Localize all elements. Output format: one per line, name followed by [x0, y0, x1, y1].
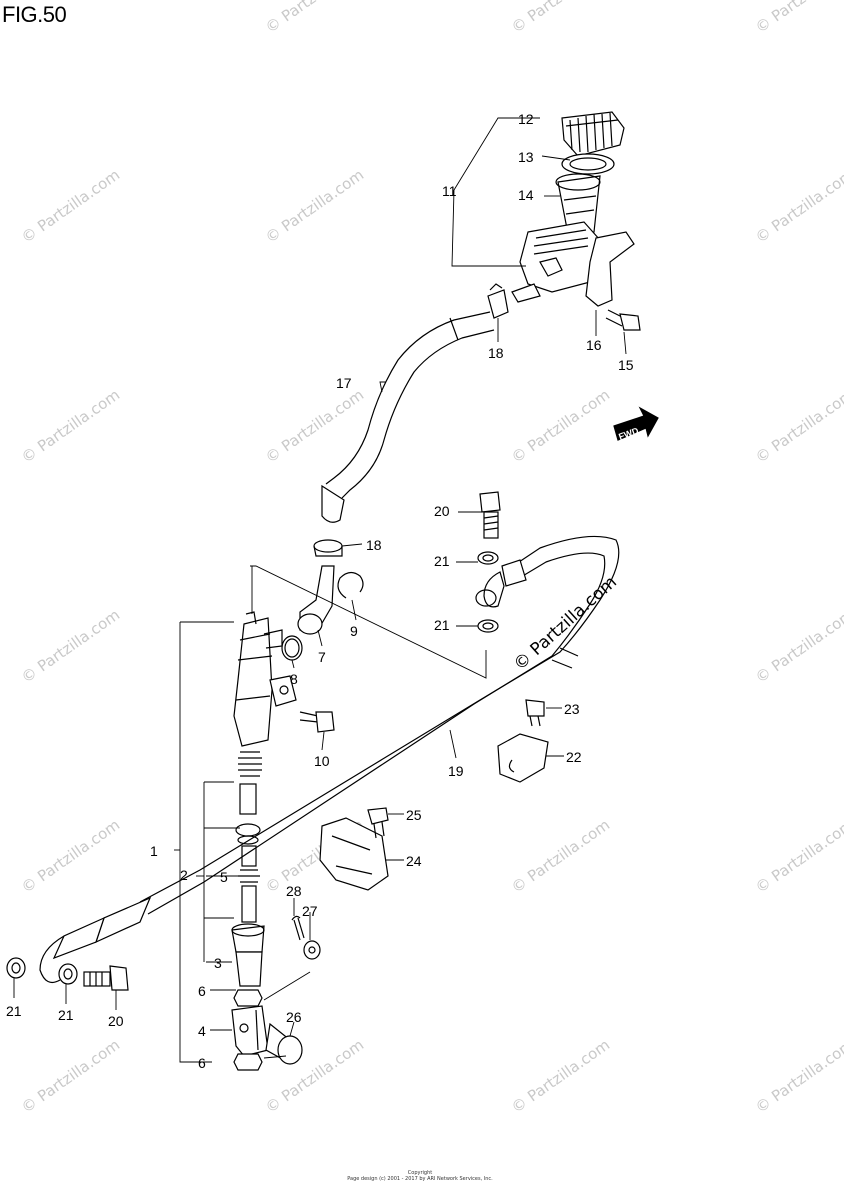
reservoir-hose	[321, 311, 495, 523]
callout-21-b: 21	[434, 617, 450, 633]
callout-5: 5	[220, 869, 228, 885]
reservoir-cap	[561, 111, 625, 157]
callout-15: 15	[618, 357, 634, 373]
callout-26: 26	[286, 1009, 302, 1025]
callout-10: 10	[314, 753, 330, 769]
washer	[303, 940, 321, 960]
callout-6-lower: 6	[198, 1055, 206, 1071]
forward-arrow-icon	[613, 406, 659, 441]
callout-24: 24	[406, 853, 422, 869]
callout-19: 19	[448, 763, 464, 779]
guard-screw	[367, 807, 389, 839]
reservoir-bolt	[605, 309, 641, 331]
clevis-pin	[265, 1022, 303, 1065]
piston-rod	[235, 783, 261, 923]
banjo-fitting-upper	[475, 571, 505, 608]
callout-23: 23	[564, 701, 580, 717]
figure-title: FIG.50	[2, 2, 67, 27]
copyright-line-1: Copyright	[407, 1170, 433, 1176]
union-bolt-upper	[479, 491, 501, 539]
callout-28: 28	[286, 883, 302, 899]
callout-labels: 1 2 3 4 5 6 6 7 8 9 10 11 12 13 14 15 16…	[6, 111, 640, 1071]
callout-21-a: 21	[434, 553, 450, 569]
mounting-bolt	[299, 711, 335, 733]
callout-6-upper: 6	[198, 983, 206, 999]
lock-nut-upper	[233, 989, 263, 1007]
callout-2: 2	[180, 867, 188, 883]
callout-13: 13	[518, 149, 534, 165]
callout-12: 12	[518, 111, 534, 127]
brake-hose	[39, 535, 620, 983]
callout-20-upper: 20	[434, 503, 450, 519]
callout-21-d: 21	[58, 1007, 74, 1023]
master-cylinder	[233, 611, 297, 747]
callout-25: 25	[406, 807, 422, 823]
sealing-washer	[58, 963, 78, 985]
lock-nut-lower	[233, 1053, 263, 1071]
callout-22: 22	[566, 749, 582, 765]
copyright-line-2: Page design (c) 2001 - 2017 by ARI Netwo…	[347, 1176, 493, 1182]
o-ring	[281, 635, 303, 661]
hose-clamp-lower	[313, 539, 343, 557]
callout-3: 3	[214, 955, 222, 971]
callout-17: 17	[336, 375, 352, 391]
union-bolt-lower	[83, 965, 129, 991]
reservoir-diaphragm	[555, 173, 601, 235]
leader-lines	[13, 117, 627, 1063]
cotter-pin	[291, 915, 305, 941]
hose-joint	[297, 565, 335, 635]
rod-clevis	[231, 1005, 269, 1057]
sealing-washer	[477, 551, 499, 565]
callout-16: 16	[586, 337, 602, 353]
hose-clamp-top	[487, 283, 509, 319]
callout-7: 7	[318, 649, 326, 665]
callout-4: 4	[198, 1023, 206, 1039]
callout-21-c: 21	[6, 1003, 22, 1019]
hose-guard	[319, 817, 389, 891]
clamp-bolt	[525, 699, 545, 727]
sealing-washer	[477, 619, 499, 633]
callout-11: 11	[442, 183, 457, 199]
circlip	[337, 571, 364, 599]
callout-18-lower: 18	[366, 537, 382, 553]
hose-clamp-bracket	[497, 733, 549, 783]
sealing-washer	[6, 957, 26, 979]
callout-20-lower: 20	[108, 1013, 124, 1029]
callout-9: 9	[350, 623, 358, 639]
copyright-footer: Copyright Page design (c) 2001 - 2017 by…	[330, 1170, 510, 1182]
piston-boot	[231, 923, 265, 987]
piston-spring	[238, 751, 262, 777]
callout-8: 8	[290, 671, 298, 687]
reservoir-body	[511, 221, 635, 307]
callout-14: 14	[518, 187, 534, 203]
reservoir-diaphragm-plate	[561, 153, 615, 175]
callout-18-upper: 18	[488, 345, 504, 361]
callout-1: 1	[150, 843, 158, 859]
callout-27: 27	[302, 903, 318, 919]
